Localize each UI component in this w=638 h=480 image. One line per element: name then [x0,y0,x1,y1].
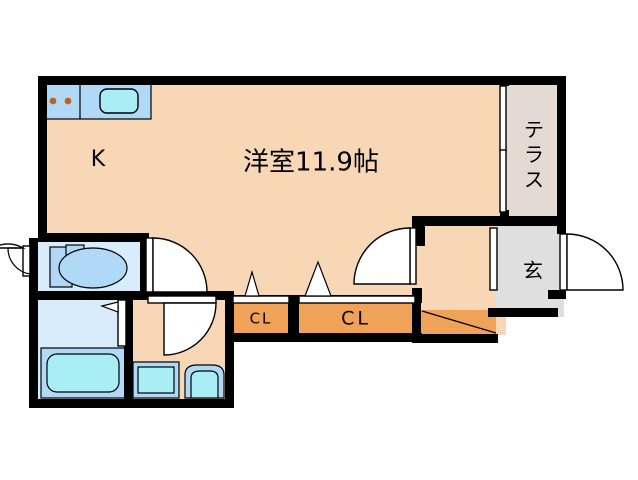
toilet-door-swing-arc [152,237,208,293]
toilet-window-leaf[interactable] [22,245,31,277]
washroom-door-swing-arc [163,302,217,356]
wall-hall-top [416,216,566,226]
wall-closet-right-end [412,288,422,302]
closet-small-fold-symbol [244,269,260,297]
wall-genkan-bottom [488,308,558,317]
closet-large-fold-symbol [304,260,332,297]
wall-washroom-right [225,296,234,404]
wash-basin-bowl [190,370,219,399]
bathtub-basin [46,353,120,393]
stove-burner-right [64,97,72,105]
hall-door[interactable] [489,227,498,291]
wall-closet-left [225,295,234,342]
wall-toilet-bottom [29,291,149,300]
washroom-fixture-group [132,361,225,399]
closet-small-door-leaf[interactable] [232,295,290,304]
toilet-door-leaf[interactable] [145,237,154,293]
wall-room-toilet [38,233,148,242]
closet-large-folding-door[interactable] [298,260,416,304]
wall-hall-bottom [412,334,498,343]
closet-large-floor [298,303,416,335]
hall-door-leaf[interactable] [489,227,498,291]
washroom-door[interactable] [147,295,217,356]
terrace-sliding-window[interactable] [499,85,507,213]
washroom-door-leaf[interactable] [147,295,217,304]
terrace-window-leaf-a[interactable] [499,85,507,153]
wall-room-terrace [500,76,509,86]
closet-large-door-leaf[interactable] [298,295,416,304]
wall-hall-left-upper [412,216,421,238]
entrance-door[interactable] [559,233,624,291]
kitchen-label: K [91,147,106,172]
living-room-label: 洋室11.9帖 [243,148,379,178]
closet-small-folding-door[interactable] [232,269,290,304]
bathroom-fixture-group [40,347,126,399]
wall-closet-bottom [225,333,422,342]
wall-closet-divider [288,295,299,340]
terrace-label-char-1: テ [524,118,544,142]
toilet-window-arc-line [7,247,31,275]
wall-top-main [38,76,512,85]
terrace-window-leaf-b[interactable] [499,149,507,213]
kitchen-counter-group [40,82,152,120]
wall-left-lower [29,238,38,408]
genkan-label: 玄 [523,259,543,283]
wall-left-main [38,76,47,242]
wall-hall-left [412,295,421,343]
wall-bath-washroom [124,296,133,404]
room-door[interactable] [353,227,417,285]
toilet-bowl [58,247,128,289]
terrace-label-char-3: ス [524,168,544,192]
toilet-fixture-group [49,244,128,289]
terrace-label-char-2: ラ [524,143,544,167]
entrance-door-leaf[interactable] [559,233,568,291]
closet-large-label: CL [341,308,371,330]
label-group: K 洋室11.9帖 CL CL 玄 [91,147,543,330]
wall-genkan-bottom-right [548,290,566,299]
bathroom-door[interactable] [99,299,127,347]
stove-burner-left [49,97,57,105]
wall-group [29,76,566,408]
entrance-door-swing-arc [566,233,624,291]
closet-small-label: CL [250,310,273,328]
wall-right-terrace [557,76,566,224]
toilet-door[interactable] [145,237,208,293]
terrace-label-group: テ ラ ス [524,118,544,192]
washing-machine-inner [137,366,175,394]
wall-genkan-right [557,216,566,234]
kitchen-sink-basin [99,88,139,114]
bathroom-door-handle [99,301,119,313]
bathroom-door-leaf[interactable] [117,299,127,347]
closet-small-floor [233,303,291,335]
terrace-floor [504,84,564,216]
room-door-swing-arc [353,227,411,285]
entrance-step-line [421,310,497,334]
wall-toilet-right [140,233,149,295]
genkan-floor [496,225,564,317]
toilet-window[interactable] [0,243,31,277]
wall-top-terrace [504,76,566,85]
room-door-leaf[interactable] [409,227,417,285]
toilet-window-swing-arc [0,243,26,249]
